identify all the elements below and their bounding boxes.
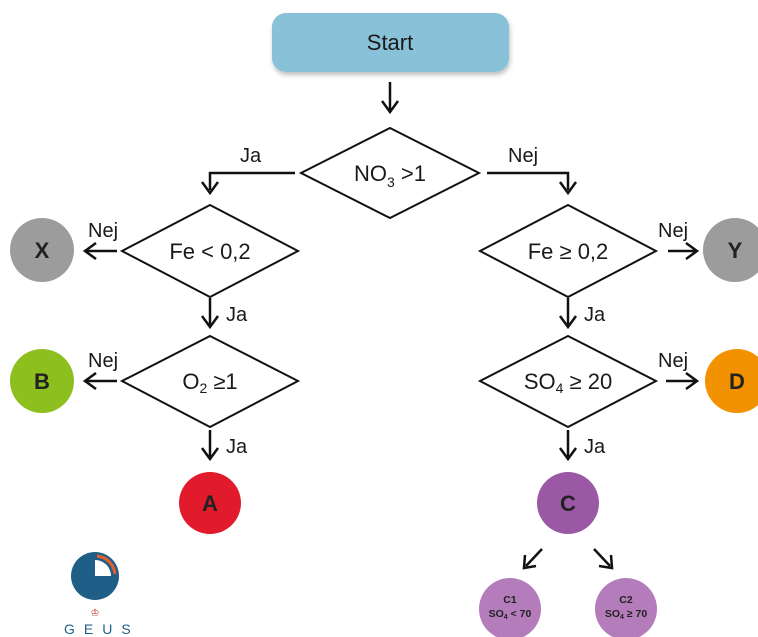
outcome-x-circle <box>10 218 74 282</box>
outcome-d-circle <box>705 349 758 413</box>
decision-no3-label: NO3 >1 <box>354 161 426 190</box>
outcome-c1-circle <box>479 578 541 637</box>
outcome-x-label: X <box>35 238 50 263</box>
geus-logo: ♔ GEUS <box>64 552 140 637</box>
decisions <box>119 126 659 429</box>
outcome-c1-title: C1 <box>503 594 517 606</box>
outcome-c: C <box>537 472 599 534</box>
outcome-c-label: C <box>560 491 576 516</box>
decision-fe-left <box>119 203 301 299</box>
outcome-d: D <box>705 349 758 413</box>
logo-text: GEUS <box>64 621 140 637</box>
outcome-c1: C1 SO4 < 70 <box>479 578 541 637</box>
decision-no3 <box>298 126 482 220</box>
outcome-b-label: B <box>34 369 50 394</box>
outcome-c-circle <box>537 472 599 534</box>
decision-fe-right-label: Fe ≥ 0,2 <box>528 239 609 264</box>
edge-nej-so4: Nej <box>658 350 688 372</box>
outcome-c2-title: C2 <box>619 594 633 606</box>
outcome-b: B <box>10 349 74 413</box>
outcome-x: X <box>10 218 74 282</box>
edge-ja-fe-left: Ja <box>226 304 248 326</box>
edge-ja-so4: Ja <box>584 436 606 458</box>
edge-ja-fe-right: Ja <box>584 304 606 326</box>
outcome-c2-circle <box>595 578 657 637</box>
decision-so4-label: SO4 ≥ 20 <box>524 369 612 396</box>
decision-o2-label: O2 ≥1 <box>182 369 237 396</box>
edge-ja-no3: Ja <box>240 145 262 167</box>
outcome-c2: C2 SO4 ≥ 70 <box>595 578 657 637</box>
outcome-c2-line: SO4 ≥ 70 <box>605 608 648 621</box>
decision-fe-left-label: Fe < 0,2 <box>169 239 250 264</box>
decision-o2 <box>119 334 301 429</box>
decision-so4 <box>477 334 659 429</box>
crown-icon: ♔ <box>91 608 100 619</box>
outcome-b-circle <box>10 349 74 413</box>
edge-nej-o2: Nej <box>88 350 118 372</box>
outcome-y-label: Y <box>728 238 743 263</box>
start-box <box>272 13 509 72</box>
edge-ja-o2: Ja <box>226 436 248 458</box>
outcome-a-label: A <box>202 491 218 516</box>
edge-nej-fe-left: Nej <box>88 220 118 242</box>
logo-arc-icon <box>96 554 117 575</box>
arrows <box>82 82 700 570</box>
edge-nej-fe-right: Nej <box>658 220 688 242</box>
outcome-y-circle <box>703 218 758 282</box>
outcome-y: Y <box>703 218 758 282</box>
edge-nej-no3: Nej <box>508 145 538 167</box>
start-label: Start <box>367 30 413 55</box>
outcome-c1-line: SO4 < 70 <box>489 608 532 621</box>
logo-quarter-icon <box>95 560 111 576</box>
outcome-a: A <box>179 472 241 534</box>
outcome-d-label: D <box>729 369 745 394</box>
start-node: Start <box>272 13 509 72</box>
decision-fe-right <box>477 203 659 299</box>
outcome-a-circle <box>179 472 241 534</box>
